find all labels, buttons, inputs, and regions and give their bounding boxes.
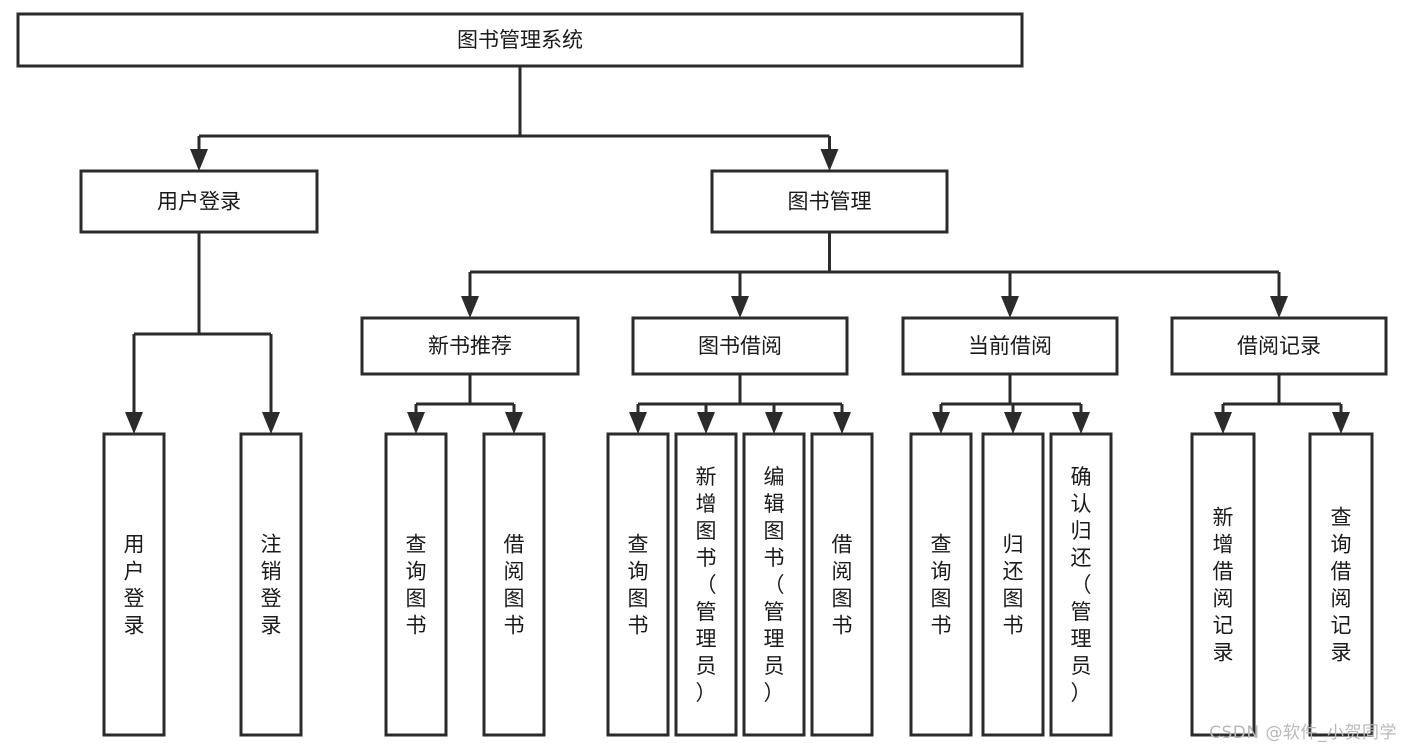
leaf-box-leaf-borrow-book-rec-rect (482, 432, 546, 737)
csdn-watermark: CSDN @软件_小贺同学 (1209, 723, 1397, 743)
leaf-box-leaf-return-book-label: 归还图书 (1003, 533, 1024, 638)
root-box-book-management-system-rect (16, 12, 1024, 68)
arrow-head-icon (1001, 296, 1019, 318)
leaf-box-leaf-query-book-rec-label: 查询图书 (406, 533, 427, 638)
leaf-box-leaf-query-book-bb-rect (606, 432, 670, 737)
arrow-head-icon (731, 296, 749, 318)
leaf-box-leaf-edit-book-label: 编辑图书（管理员） (764, 465, 785, 705)
leaf-box-leaf-user-login[interactable]: 用户登录 (102, 432, 166, 737)
level2-box-user-login-rect (79, 169, 319, 234)
arrow-head-icon (1214, 412, 1232, 434)
leaf-box-leaf-user-login-label: 用户登录 (124, 533, 145, 638)
leaf-box-leaf-confirm-return-rect (1049, 432, 1113, 737)
level2-box-book-manage-rect (710, 169, 949, 234)
arrow-head-icon (461, 296, 479, 318)
root-box-book-management-system-label: 图书管理系统 (457, 28, 583, 52)
level3-box-book-borrow-rect (631, 316, 849, 376)
leaf-box-leaf-user-logout[interactable]: 注销登录 (239, 432, 303, 737)
leaf-box-leaf-add-record-rect (1190, 432, 1256, 737)
leaf-box-leaf-query-book-rec[interactable]: 查询图书 (384, 432, 448, 737)
level3-box-book-borrow[interactable]: 图书借阅 (631, 316, 849, 376)
arrow-head-icon (629, 412, 647, 434)
leaf-box-leaf-query-book-cb[interactable]: 查询图书 (909, 432, 973, 737)
root-box-book-management-system[interactable]: 图书管理系统 (16, 12, 1024, 68)
leaf-box-leaf-add-book-label: 新增图书（管理员） (696, 465, 717, 705)
leaf-box-leaf-query-book-bb-label: 查询图书 (628, 533, 649, 638)
leaf-box-leaf-confirm-return[interactable]: 确认归还（管理员） (1049, 432, 1113, 737)
level3-box-current-borrow[interactable]: 当前借阅 (901, 316, 1119, 376)
leaf-box-leaf-borrow-book-bb-rect (810, 432, 874, 737)
leaf-box-leaf-confirm-return-label: 确认归还（管理员） (1071, 465, 1092, 705)
arrow-head-icon (190, 149, 208, 171)
level3-box-new-book-rec-label: 新书推荐 (428, 334, 512, 358)
level3-box-new-book-rec[interactable]: 新书推荐 (360, 316, 580, 376)
level2-box-user-login[interactable]: 用户登录 (79, 169, 319, 234)
leaf-box-leaf-query-record-label: 查询借阅记录 (1331, 506, 1352, 665)
leaf-box-leaf-add-book-rect (674, 432, 738, 737)
arrow-head-icon (1004, 412, 1022, 434)
leaf-box-leaf-query-book-rec-rect (384, 432, 448, 737)
leaf-box-leaf-user-login-rect (102, 432, 166, 737)
leaf-box-leaf-query-book-cb-rect (909, 432, 973, 737)
arrow-head-icon (505, 412, 523, 434)
arrow-head-icon (697, 412, 715, 434)
leaf-box-leaf-edit-book[interactable]: 编辑图书（管理员） (742, 432, 806, 737)
leaf-box-leaf-add-record-label: 新增借阅记录 (1213, 506, 1234, 665)
leaf-box-leaf-add-record[interactable]: 新增借阅记录 (1190, 432, 1256, 737)
level3-box-current-borrow-rect (901, 316, 1119, 376)
level3-box-new-book-rec-rect (360, 316, 580, 376)
level3-box-book-borrow-label: 图书借阅 (698, 334, 782, 358)
leaf-box-leaf-edit-book-rect (742, 432, 806, 737)
arrow-head-icon (262, 412, 280, 434)
level2-box-user-login-label: 用户登录 (157, 190, 241, 214)
level3-box-current-borrow-label: 当前借阅 (968, 334, 1052, 358)
arrow-head-icon (125, 412, 143, 434)
level2-box-book-manage-label: 图书管理 (788, 190, 872, 214)
arrow-head-icon (1332, 412, 1350, 434)
leaf-box-leaf-borrow-book-bb-label: 借阅图书 (832, 533, 853, 638)
leaf-box-leaf-add-book[interactable]: 新增图书（管理员） (674, 432, 738, 737)
leaf-box-leaf-query-book-cb-label: 查询图书 (931, 533, 952, 638)
leaf-box-leaf-borrow-book-rec-label: 借阅图书 (504, 533, 525, 638)
leaf-box-leaf-user-logout-label: 注销登录 (261, 533, 282, 638)
leaf-box-leaf-borrow-book-rec[interactable]: 借阅图书 (482, 432, 546, 737)
arrow-head-icon (820, 149, 839, 171)
level3-box-borrow-record-label: 借阅记录 (1237, 334, 1321, 358)
leaf-box-leaf-return-book-rect (981, 432, 1045, 737)
level2-box-book-manage[interactable]: 图书管理 (710, 169, 949, 234)
connector-layer (125, 66, 1350, 434)
leaf-box-leaf-query-record[interactable]: 查询借阅记录 (1308, 432, 1374, 737)
box-layer: 图书管理系统用户登录图书管理新书推荐图书借阅当前借阅借阅记录用户登录注销登录查询… (16, 12, 1388, 737)
arrow-head-icon (932, 412, 950, 434)
leaf-box-leaf-query-book-bb[interactable]: 查询图书 (606, 432, 670, 737)
level3-box-borrow-record[interactable]: 借阅记录 (1170, 316, 1388, 376)
leaf-box-leaf-borrow-book-bb[interactable]: 借阅图书 (810, 432, 874, 737)
level3-box-borrow-record-rect (1170, 316, 1388, 376)
arrow-head-icon (1072, 412, 1090, 434)
arrow-head-icon (833, 412, 851, 434)
arrow-head-icon (407, 412, 425, 434)
arrow-head-icon (1270, 296, 1288, 318)
leaf-box-leaf-query-record-rect (1308, 432, 1374, 737)
leaf-box-leaf-return-book[interactable]: 归还图书 (981, 432, 1045, 737)
leaf-box-leaf-user-logout-rect (239, 432, 303, 737)
arrow-head-icon (765, 412, 783, 434)
